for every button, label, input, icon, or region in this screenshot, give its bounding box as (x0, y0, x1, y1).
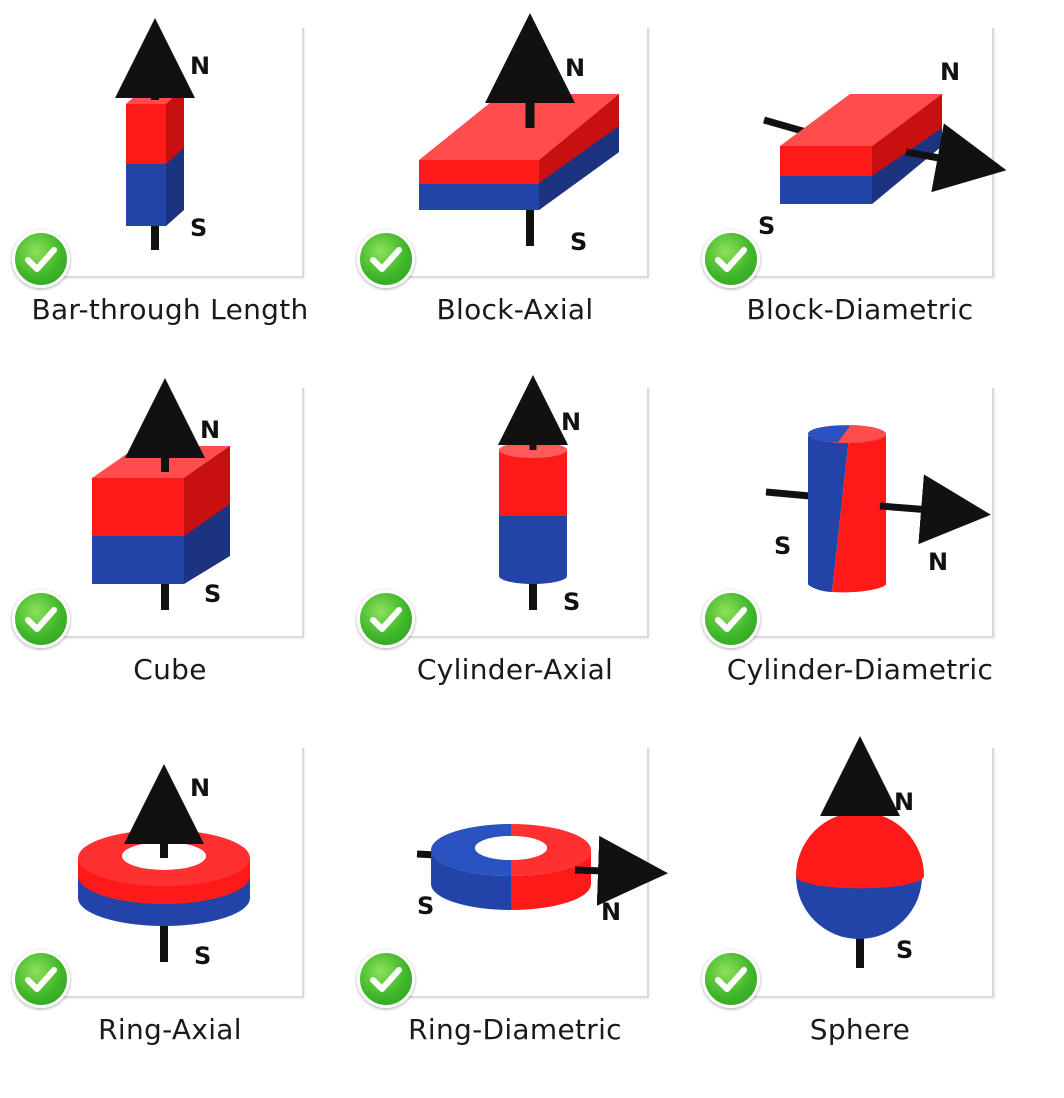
south-pole-label: S (190, 214, 207, 242)
magnet-type-label: Ring-Axial (98, 1013, 242, 1046)
magnet-cell-block-axial: N S Block-Axial (345, 13, 685, 378)
magnet-illustration-card: N S (20, 748, 304, 998)
magnet-type-label: Ring-Diametric (408, 1013, 622, 1046)
south-pole-label: S (417, 892, 434, 920)
north-pole-label: N (894, 788, 914, 816)
south-pole-label: S (758, 212, 775, 240)
south-pole-label: S (570, 228, 587, 256)
north-pole-label: N (928, 548, 948, 576)
check-circle-icon (357, 590, 415, 648)
magnet-illustration-card: S N (365, 748, 668, 998)
north-pole-label: N (565, 54, 585, 82)
magnet-illustration-card: N S (20, 18, 304, 278)
north-pole-label: N (601, 898, 621, 926)
magnet-cell-cylinder-axial: N S Cylinder-Axial (345, 375, 685, 738)
north-pole-label: N (561, 408, 581, 436)
magnet-cell-cylinder-diametric: S N Cylinder-Diametric (690, 388, 1030, 738)
check-circle-icon (357, 230, 415, 288)
magnet-type-label: Cylinder-Axial (416, 653, 614, 686)
north-pole-label: N (200, 416, 220, 444)
magnet-cell-sphere: N S Sphere (690, 736, 1030, 1098)
magnet-type-label: Cylinder-Diametric (726, 653, 994, 686)
magnet-illustration-card: N S (710, 28, 1007, 278)
check-circle-icon (12, 230, 70, 288)
magnet-cell-ring-diametric: S N Ring-Diametric (345, 748, 685, 1098)
sphere-magnet-illustration: N S (796, 736, 924, 968)
check-circle-icon (702, 590, 760, 648)
check-circle-icon (702, 950, 760, 1008)
magnet-cell-cube: N S Cube (0, 378, 340, 738)
magnet-illustration-card: N S (365, 13, 649, 278)
cylinder-diametric-magnet-illustration: S N (765, 425, 991, 593)
block-diametric-magnet-illustration: N S (758, 58, 1007, 240)
magnet-illustration-card: S N (710, 388, 994, 638)
magnet-illustration-card: N S (20, 378, 304, 638)
magnet-type-label: Block-Diametric (746, 293, 974, 326)
south-pole-label: S (204, 580, 221, 608)
cube-magnet-illustration: N S (92, 378, 230, 610)
magnet-cell-bar-through-length: N S Bar-through Length (0, 18, 340, 378)
magnet-type-label: Block-Axial (436, 293, 594, 326)
check-circle-icon (12, 950, 70, 1008)
check-circle-icon (702, 230, 760, 288)
check-circle-icon (357, 950, 415, 1008)
south-pole-label: S (896, 936, 913, 964)
north-pole-label: N (940, 58, 960, 86)
north-pole-label: N (190, 774, 210, 802)
south-pole-label: S (563, 588, 580, 616)
magnet-type-label: Bar-through Length (31, 293, 309, 326)
ring-diametric-magnet-illustration: S N (416, 824, 668, 926)
magnet-type-label: Sphere (809, 1013, 911, 1046)
magnet-type-label: Cube (133, 653, 207, 686)
magnet-illustration-card: N S (710, 736, 994, 998)
magnet-illustration-card: N S (365, 375, 649, 638)
bar-magnet-illustration: N S (115, 18, 210, 250)
ring-axial-magnet-illustration: N S (78, 764, 250, 970)
cylinder-axial-magnet-illustration: N S (498, 375, 581, 616)
magnet-types-grid: N S Bar-through Length N S (0, 13, 1030, 1046)
block-axial-magnet-illustration: N S (419, 13, 619, 256)
north-pole-label: N (190, 52, 210, 80)
south-pole-label: S (774, 532, 791, 560)
magnet-cell-ring-axial: N S Ring-Axial (0, 748, 340, 1098)
check-circle-icon (12, 590, 70, 648)
magnet-cell-block-diametric: N S Block-Diametric (690, 28, 1030, 378)
south-pole-label: S (194, 942, 211, 970)
